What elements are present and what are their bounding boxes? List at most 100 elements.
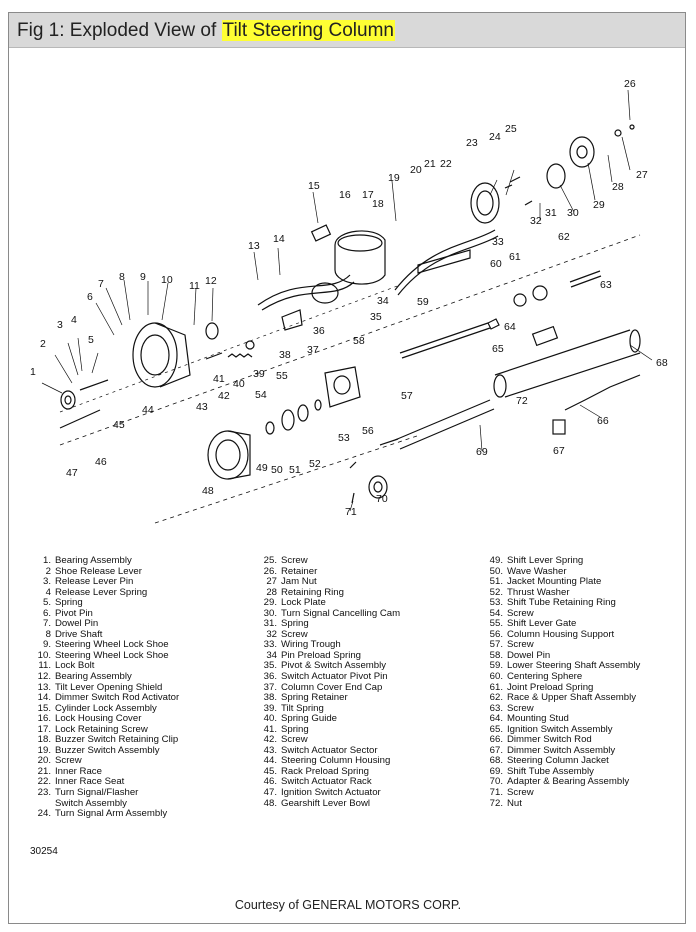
callout-label: 72 [516, 395, 528, 407]
callout-label: 30 [567, 207, 579, 219]
legend-text: Buzzer Switch Retaining Clip [55, 734, 179, 746]
callout-label: 61 [509, 251, 521, 263]
legend-number: 18. [37, 734, 51, 746]
legend-entry: 62.Race & Upper Shaft Assembly [488, 692, 640, 704]
legend-entry: 5.Spring [36, 597, 179, 609]
legend-entry: 19.Buzzer Switch Assembly [36, 745, 179, 757]
legend-text: Release Lever Pin [55, 576, 134, 588]
legend-text: Mounting Stud [507, 713, 569, 725]
legend-number: 7. [42, 618, 51, 630]
legend-text: Steering Wheel Lock Shoe [55, 649, 169, 661]
legend-text: Inner Race [55, 765, 102, 777]
callout-label: 42 [218, 390, 230, 402]
legend-number: 35. [263, 660, 277, 672]
legend-number: 39. [263, 702, 277, 714]
figure-id: 30254 [30, 846, 58, 857]
legend-text: Thrust Washer [507, 586, 570, 598]
legend-entry: 23. Turn Signal/Flasher [36, 787, 179, 799]
legend-text: Screw [507, 607, 534, 619]
legend-entry: 39.Tilt Spring [262, 702, 400, 715]
legend-text: Screw [55, 755, 82, 767]
callout-label: 38 [279, 349, 291, 361]
legend-entry: 45.Rack Preload Spring [262, 765, 400, 778]
legend-text: Bearing Assembly [55, 671, 132, 683]
callout-label: 27 [636, 169, 648, 181]
legend-number: 72. [489, 797, 503, 809]
legend-entry: 52.Thrust Washer [488, 586, 640, 599]
callout-label: 9 [140, 271, 146, 283]
legend-entry: 22.Inner Race Seat [36, 777, 179, 788]
legend-entry: 38.Spring Retainer [262, 692, 400, 704]
callout-label: 48 [202, 485, 214, 497]
legend-text: Retainer [281, 565, 318, 577]
legend-number: 32 [266, 628, 277, 640]
legend-number: 56. [489, 628, 503, 640]
legend-entry: 17.Lock Retaining Screw [36, 723, 179, 736]
legend-number: 37. [263, 681, 277, 693]
legend-text: Retaining Ring [281, 586, 344, 598]
callout-label: 69 [476, 446, 488, 458]
legend-number: 48. [263, 797, 277, 809]
legend-number: 26. [263, 565, 277, 577]
legend-entry: 29.Lock Plate [262, 597, 400, 609]
legend-number: 2 [45, 565, 51, 577]
legend-entry: 55.Shift Lever Gate [488, 619, 640, 630]
callout-label: 60 [490, 258, 502, 270]
legend-text: Dimmer Switch Assembly [507, 744, 616, 756]
legend-number: 5. [42, 597, 51, 609]
callout-label: 19 [388, 172, 400, 184]
legend-text: Tilt Lever Opening Shield [55, 681, 163, 693]
callout-label: 70 [376, 493, 388, 505]
legend-number: 31. [263, 618, 277, 630]
legend-entry: 10. Steering Wheel Lock Shoe [36, 649, 179, 662]
callout-label: 6 [87, 291, 93, 303]
callout-label: 3 [57, 319, 63, 331]
legend-text: Wave Washer [507, 565, 567, 577]
callout-label: 66 [597, 415, 609, 427]
legend-number: 12. [37, 671, 51, 683]
callout-label: 49 [256, 462, 268, 474]
callout-label: 28 [612, 181, 624, 193]
legend-entry: 15.Cylinder Lock Assembly [36, 703, 179, 715]
callout-label: 54 [255, 389, 267, 401]
legend-entry: 3.Release Lever Pin [36, 576, 179, 588]
legend-entry: 65.Ignition Switch Assembly [488, 724, 640, 736]
legend-entry: 37.Column Cover End Cap [262, 681, 400, 694]
legend-number: 29. [263, 597, 277, 609]
legend-number: 13. [37, 681, 51, 693]
legend-text: Steering Column Jacket [507, 755, 609, 767]
callout-label: 34 [377, 295, 389, 307]
legend-entry: 42.Screw [262, 735, 400, 746]
legend-number: 27 [266, 576, 277, 588]
legend-number: 10. [37, 649, 51, 661]
legend-text: Centering Sphere [507, 671, 583, 683]
legend-entry: 6.Pivot Pin [36, 608, 179, 620]
legend-entry: 61.Joint Preload Spring [488, 682, 640, 694]
legend-number: 28 [266, 586, 277, 598]
legend-text: Lower Steering Shaft Assembly [507, 660, 641, 672]
callout-label: 32 [530, 215, 542, 227]
callout-label: 52 [309, 458, 321, 470]
legend-text: Turn Signal/Flasher [55, 787, 139, 799]
legend-number: 33. [263, 639, 277, 651]
legend-text: Steering Column Housing [281, 755, 391, 767]
legend-number: 22. [37, 776, 51, 788]
callout-label: 59 [417, 296, 429, 308]
legend-entry: 41.Spring [262, 724, 400, 736]
legend-text: Lock Retaining Screw [55, 723, 148, 735]
legend-text: Turn Signal Arm Assembly [55, 808, 168, 820]
legend-number: 71. [489, 787, 503, 799]
legend-number: 23. [37, 787, 51, 799]
callout-label: 45 [113, 419, 125, 431]
callout-label: 8 [119, 271, 125, 283]
legend-text: Lock Bolt [55, 660, 95, 672]
callout-labels: 1 2 3 4 5 6 7 8 9 10 11 12 13 14 15 16 1… [30, 78, 668, 518]
legend-number: 25. [263, 555, 277, 566]
callout-label: 55 [276, 370, 288, 382]
legend-text: Release Lever Spring [55, 586, 148, 598]
legend-text: Rack Preload Spring [281, 765, 369, 777]
callout-label: 24 [489, 131, 501, 143]
callout-label: 68 [656, 357, 668, 369]
